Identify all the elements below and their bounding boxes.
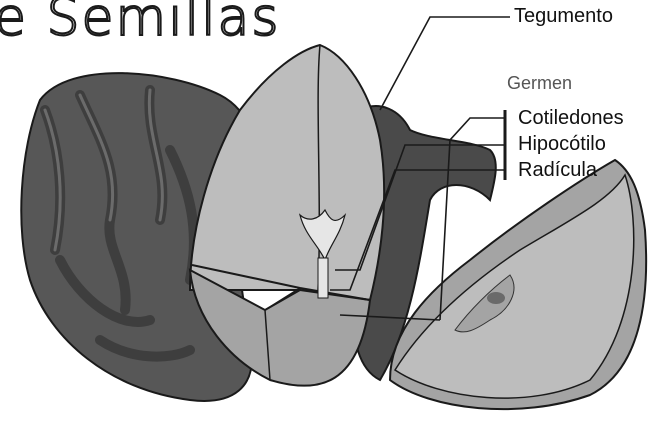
- diagram-title: e Semillas: [0, 0, 280, 44]
- label-germen: Germen: [507, 74, 572, 92]
- label-hipocotilo: Hipocótilo: [518, 134, 606, 154]
- label-tegumento: Tegumento: [514, 6, 613, 26]
- label-radicula: Radícula: [518, 160, 597, 180]
- label-cotiledones: Cotiledones: [518, 108, 624, 128]
